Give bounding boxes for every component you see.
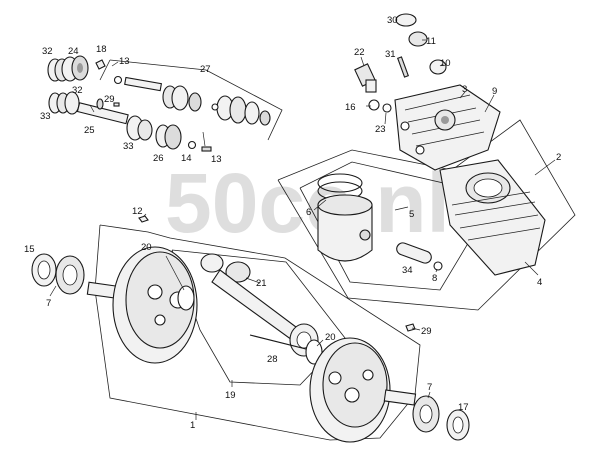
gear-shaft-25: [48, 91, 129, 125]
cylinder-frame: [277, 119, 576, 311]
callout-20-lower: 20: [325, 332, 336, 343]
callout-15: 15: [24, 244, 35, 255]
conrod-frame: [171, 249, 346, 386]
watermark: 50cc.nl: [165, 156, 450, 250]
gearbox-parts: [47, 55, 271, 152]
callout-10: 10: [440, 58, 451, 69]
callout-32-top: 32: [42, 46, 53, 57]
cylinder-head: [394, 84, 501, 171]
gear-26: [155, 124, 182, 150]
bolt-13-lower: [201, 146, 212, 152]
washer-14: [187, 140, 197, 150]
crank-half-right: [309, 337, 417, 443]
callout-27: 27: [200, 64, 211, 75]
hose-clamp-30: [395, 13, 417, 27]
crank-group: [31, 215, 470, 443]
callout-11: 11: [426, 36, 436, 47]
callout-26: 26: [153, 153, 164, 164]
callout-7-left: 7: [46, 298, 51, 309]
callout-8: 8: [432, 273, 437, 284]
cap-11: [408, 31, 428, 47]
callout-18: 18: [96, 44, 107, 55]
callout-33-left: 33: [40, 111, 51, 122]
crank-half-left: [86, 246, 198, 364]
gear-33-lower: [126, 115, 153, 141]
key-29: [405, 323, 416, 332]
leader-lines: [49, 39, 556, 420]
callout-19: 19: [225, 390, 236, 401]
callout-labels: 1 2 3 4 5 6 7 7 8 9 10 11 12 13 13 14 15…: [24, 15, 561, 431]
callout-24: 24: [68, 46, 79, 57]
callout-13-lower: 13: [211, 154, 222, 165]
sensor-22: [354, 63, 377, 93]
circlip-8: [433, 261, 443, 271]
washer-13-top: [113, 75, 123, 85]
washer-16: [368, 99, 380, 111]
callout-7-right: 7: [427, 382, 432, 393]
piston: [317, 194, 373, 262]
callout-17: 17: [458, 402, 469, 413]
gear-32-top: [47, 55, 89, 82]
callout-33-lower: 33: [123, 141, 134, 152]
gear-cluster-frame: [109, 59, 283, 141]
callout-12: 12: [132, 206, 143, 217]
callout-21: 21: [256, 278, 267, 289]
callout-3: 3: [462, 84, 467, 95]
callout-30: 30: [387, 15, 398, 26]
cylinder-barrel: [439, 159, 546, 276]
callout-23: 23: [375, 124, 386, 135]
callout-13-top: 13: [119, 56, 130, 67]
callout-29-lower: 29: [421, 326, 432, 337]
callout-29-top: 29: [104, 94, 115, 105]
callout-4: 4: [537, 277, 542, 288]
gear-shaft-27: [124, 76, 271, 126]
pin-29-top: [113, 102, 120, 107]
callout-20-upper: 20: [141, 242, 152, 253]
piston-group: [317, 173, 443, 271]
cap-10: [429, 59, 447, 75]
callout-9: 9: [492, 86, 497, 97]
gear-cluster-frame-left: [99, 59, 111, 81]
callout-31: 31: [385, 49, 396, 60]
callout-32-mid: 32: [72, 85, 83, 96]
callout-34: 34: [402, 265, 413, 276]
ring-6-top: [317, 173, 363, 193]
callout-5: 5: [409, 209, 414, 220]
bearing-7-right: [412, 395, 440, 433]
callout-1: 1: [190, 420, 195, 431]
piston-pin-34: [396, 242, 432, 264]
washer-23: [382, 103, 392, 113]
seal-15: [31, 253, 57, 287]
stud-31: [396, 56, 410, 78]
seal-17: [446, 409, 470, 441]
callout-16: 16: [345, 102, 356, 113]
connecting-rod: [200, 253, 331, 357]
callout-25: 25: [84, 125, 95, 136]
bearing-7-left: [55, 255, 85, 295]
washer-20-upper: [177, 285, 195, 311]
callout-28: 28: [267, 354, 278, 365]
callout-2: 2: [556, 152, 561, 163]
callout-22: 22: [354, 47, 365, 58]
callout-6: 6: [306, 207, 311, 218]
key-18: [95, 59, 106, 70]
head-parts: [354, 13, 546, 276]
callout-14: 14: [181, 153, 192, 164]
